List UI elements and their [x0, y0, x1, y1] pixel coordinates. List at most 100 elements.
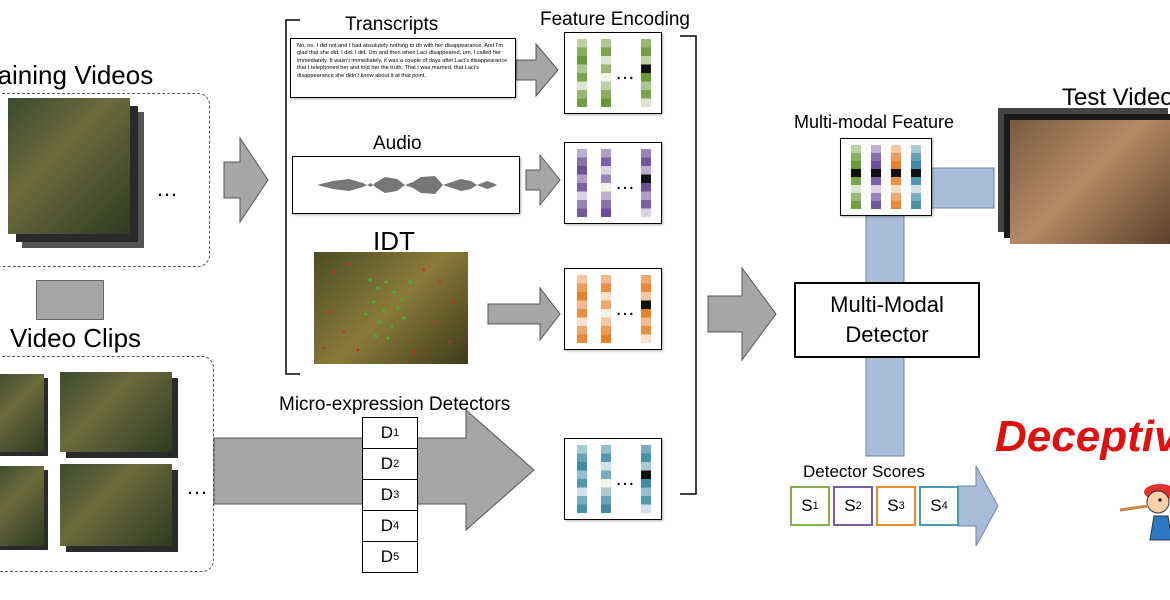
encoding-cell	[641, 275, 651, 284]
audio-waveform-icon	[317, 176, 497, 194]
encoding-cell	[641, 98, 651, 107]
video-clip-thumbnail-3	[0, 466, 44, 546]
encoding-cell	[871, 193, 881, 201]
encoding-cell	[641, 445, 651, 454]
encoding-cell	[577, 504, 587, 513]
encoding-bars: …	[577, 445, 651, 513]
encoding-cell	[601, 496, 611, 505]
idt-label: IDT	[373, 226, 415, 256]
transcript-encoding-arrow	[515, 42, 559, 98]
encoding-cell	[601, 487, 611, 496]
encoding-cell	[911, 177, 921, 185]
encoding-cell	[601, 39, 611, 48]
test-video-label: Test Video	[1062, 84, 1170, 111]
encoding-cell	[601, 462, 611, 471]
encoding-cell	[641, 487, 651, 496]
encoding-cell	[641, 191, 651, 200]
video-clips-label: Video Clips	[10, 323, 142, 353]
idt-image	[314, 252, 468, 364]
encoding-cell	[577, 309, 587, 318]
encoding-cell	[577, 317, 587, 326]
encoding-cell	[601, 453, 611, 462]
encoding-bars: …	[577, 149, 651, 217]
audio-label: Audio	[373, 133, 422, 154]
encoding-cell	[891, 193, 901, 201]
encoding-cell	[577, 56, 587, 65]
encoding-cell	[577, 487, 587, 496]
test-video-thumbnail	[1010, 120, 1170, 244]
encoding-cell	[641, 453, 651, 462]
encoding-cell	[601, 292, 611, 301]
training-to-features-arrow	[223, 136, 269, 224]
encoding-ellipsis: …	[615, 172, 635, 194]
audio-encoding-arrow	[525, 153, 561, 207]
idt-encoding: …	[564, 268, 662, 350]
encoding-cell	[601, 334, 611, 343]
feature-to-detector-connector	[865, 209, 905, 285]
encoding-cell	[871, 161, 881, 169]
encoding-cell	[911, 185, 921, 193]
transcripts-label: Transcripts	[345, 14, 439, 35]
encoding-cell	[601, 275, 611, 284]
training-video-thumbnail	[8, 98, 130, 234]
encoding-cell	[911, 201, 921, 209]
encoding-ellipsis: …	[615, 62, 635, 84]
encoding-cell	[601, 317, 611, 326]
encoding-cell	[641, 208, 651, 217]
encoding-cell	[577, 174, 587, 183]
encoding-cell	[871, 145, 881, 153]
encoding-cell	[641, 470, 651, 479]
encoding-cell	[577, 445, 587, 454]
test-video-connector	[929, 167, 995, 209]
encoding-cell	[871, 169, 881, 177]
encoding-cell	[577, 149, 587, 158]
encoding-cell	[641, 300, 651, 309]
detector-line-1: Multi-Modal	[830, 292, 944, 317]
encoding-cell	[601, 90, 611, 99]
encoding-cell	[851, 193, 861, 201]
encoding-cell	[641, 326, 651, 335]
encoding-ellipsis: …	[615, 298, 635, 320]
encoding-cell	[641, 462, 651, 471]
encoding-cell	[641, 81, 651, 90]
encoding-cell	[601, 157, 611, 166]
encoding-cell	[641, 292, 651, 301]
encoding-cell	[577, 39, 587, 48]
encoding-cell	[641, 166, 651, 175]
encoding-cell	[577, 470, 587, 479]
encoding-cell	[911, 153, 921, 161]
encoding-cell	[577, 334, 587, 343]
encoding-ellipsis: …	[615, 468, 635, 490]
encoding-cell	[911, 193, 921, 201]
encoding-cell	[641, 174, 651, 183]
video-clip-thumbnail-4	[60, 464, 172, 546]
encoding-cell	[601, 166, 611, 175]
encoding-cell	[601, 64, 611, 73]
encoding-cell	[601, 200, 611, 209]
audio-waveform-box	[292, 156, 520, 214]
encoding-cell	[577, 98, 587, 107]
encoding-cell	[601, 208, 611, 217]
encoding-cell	[577, 73, 587, 82]
encoding-cell	[641, 90, 651, 99]
multimodal-bars	[851, 145, 921, 209]
encoding-cell	[871, 177, 881, 185]
encoding-cell	[577, 292, 587, 301]
feature-bracket-left	[285, 19, 300, 375]
encoding-cell	[601, 504, 611, 513]
encoding-cell	[851, 145, 861, 153]
encoding-cell	[601, 309, 611, 318]
encoding-cell	[641, 56, 651, 65]
multimodal-detector: Multi-Modal Detector	[794, 282, 980, 358]
idt-encoding-arrow	[487, 286, 561, 342]
encoding-cell	[871, 153, 881, 161]
encoding-cell	[891, 177, 901, 185]
